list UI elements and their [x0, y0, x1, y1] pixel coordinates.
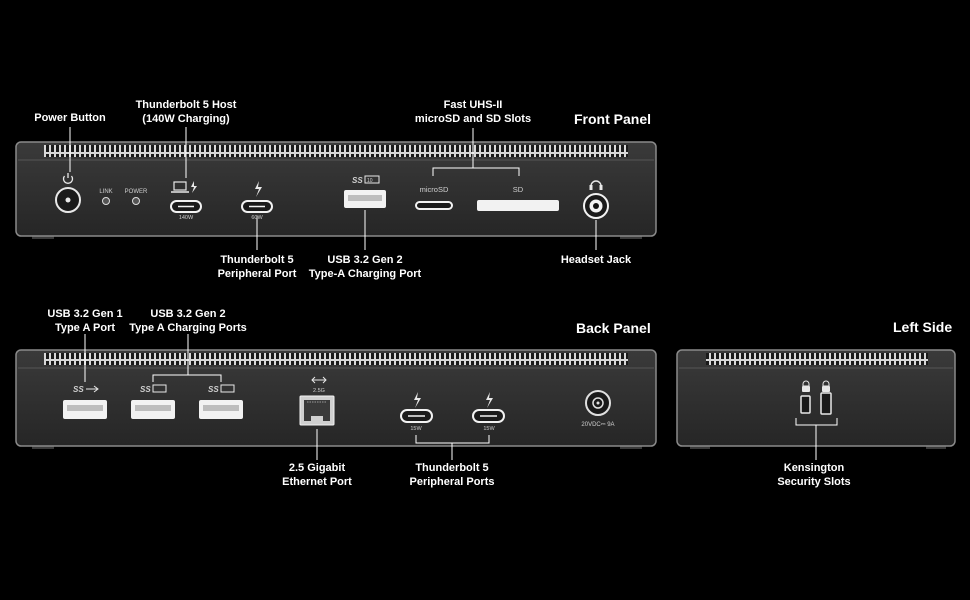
power-button-label: Power Button	[34, 112, 106, 124]
kensington-slot-2	[820, 392, 832, 415]
thunderbolt-5-ports-label: Thunderbolt 5 Peripheral Ports	[409, 462, 495, 488]
dc-in-marking: 20VDC⎓ 9A	[581, 422, 614, 428]
back-panel-title: Back Panel	[576, 320, 651, 336]
sd-slots-label: Fast UHS-II microSD and SD Slots	[414, 99, 532, 125]
link-led	[102, 197, 110, 205]
ethernet-label: 2.5 Gigabit Ethernet Port	[282, 462, 352, 488]
thunderbolt-icon	[255, 181, 262, 197]
link-marking: LINK	[99, 189, 112, 195]
back-panel-device	[15, 349, 657, 449]
microsd-slot	[415, 201, 453, 210]
tb-watt-marking-1: 15W	[410, 426, 422, 432]
thunderbolt-icon	[414, 392, 421, 408]
host-watt-marking: 140W	[179, 215, 194, 221]
kensington-slot-1	[800, 395, 811, 414]
kensington-label: Kensington Security Slots	[777, 462, 851, 488]
laptop-icon	[171, 181, 189, 193]
front-panel-title: Front Panel	[574, 111, 652, 127]
thunderbolt-5-host-label: Thunderbolt 5 Host (140W Charging)	[135, 99, 237, 125]
sd-marking: SD	[513, 185, 524, 194]
usb-a-charging-label: USB 3.2 Gen 2 Type-A Charging Port	[308, 254, 422, 280]
svg-text:SS: SS	[208, 385, 219, 394]
svg-text:SS: SS	[73, 385, 84, 394]
periph-watt-marking: 60W	[251, 215, 263, 221]
kensington-lock-icon	[802, 380, 810, 392]
usb-ss-icon: SS	[73, 385, 99, 394]
usb-ss-icon: SS	[208, 384, 235, 394]
leader-lines	[69, 127, 838, 460]
thunderbolt-icon	[486, 392, 493, 408]
usb-gen2-label: USB 3.2 Gen 2 Type A Charging Ports	[129, 308, 247, 334]
ethernet-port	[299, 395, 335, 426]
thunderbolt-5-peripheral-label: Thunderbolt 5 Peripheral Port	[217, 254, 297, 280]
headset-jack-label: Headset Jack	[560, 254, 632, 266]
svg-text:SS: SS	[140, 385, 151, 394]
kensington-lock-icon	[822, 380, 830, 392]
sd-slot	[477, 200, 559, 211]
thunderbolt-icon	[191, 181, 197, 193]
power-icon	[62, 173, 74, 184]
power-marking: POWER	[125, 189, 148, 195]
usb-ss-icon: SS 10	[352, 175, 380, 185]
headset-icon	[589, 180, 603, 190]
power-button	[55, 187, 81, 213]
svg-text:10: 10	[367, 178, 373, 184]
microsd-marking: microSD	[420, 185, 449, 194]
left-side-title: Left Side	[893, 319, 953, 335]
usb-gen1-label: USB 3.2 Gen 1 Type A Port	[47, 308, 123, 334]
usb-ss-icon: SS	[140, 384, 167, 394]
dc-power-input	[585, 390, 611, 416]
power-led	[132, 197, 140, 205]
tb-watt-marking-2: 15W	[483, 426, 495, 432]
left-side-device	[676, 349, 956, 449]
ethernet-icon	[311, 376, 327, 384]
eth-speed-marking: 2.5G	[313, 388, 325, 394]
headset-jack	[583, 193, 609, 219]
svg-text:SS: SS	[352, 176, 363, 185]
